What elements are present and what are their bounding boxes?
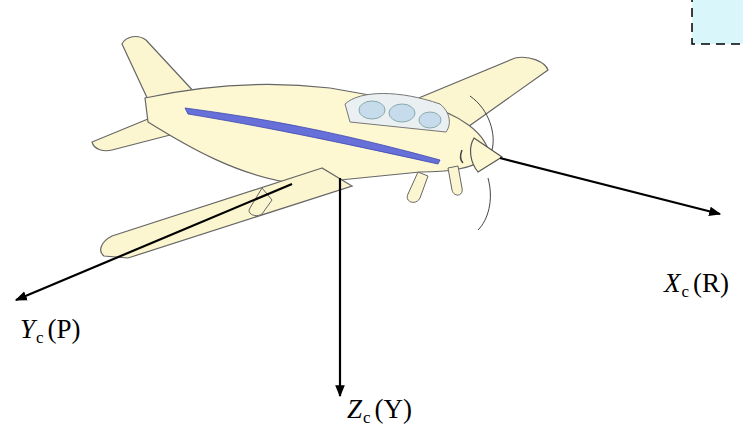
axis-subscript: c bbox=[363, 409, 371, 426]
spinner bbox=[471, 138, 502, 172]
axis-subscript: c bbox=[682, 283, 690, 300]
propeller bbox=[470, 96, 493, 150]
stripe bbox=[185, 108, 440, 164]
propeller bbox=[461, 150, 463, 163]
y-axis bbox=[16, 184, 292, 300]
landing-gear bbox=[249, 188, 272, 216]
window bbox=[389, 104, 415, 122]
axis-name: Z bbox=[347, 396, 362, 423]
window bbox=[359, 101, 385, 119]
propeller bbox=[478, 178, 490, 230]
axis-rotation: (P) bbox=[48, 316, 81, 343]
near-wing bbox=[101, 168, 352, 258]
canopy bbox=[345, 94, 449, 133]
landing-gear bbox=[407, 172, 428, 202]
axis-name: X bbox=[664, 270, 681, 297]
landing-gear bbox=[448, 166, 462, 195]
z-axis bbox=[339, 178, 341, 396]
axis-rotation: (Y) bbox=[375, 396, 412, 423]
axis-name: Y bbox=[20, 316, 35, 343]
x-axis bbox=[500, 158, 720, 214]
axis-subscript: c bbox=[36, 329, 44, 346]
dashed-box bbox=[692, 0, 743, 44]
axis-rotation: (R) bbox=[693, 270, 729, 297]
window bbox=[419, 112, 441, 128]
